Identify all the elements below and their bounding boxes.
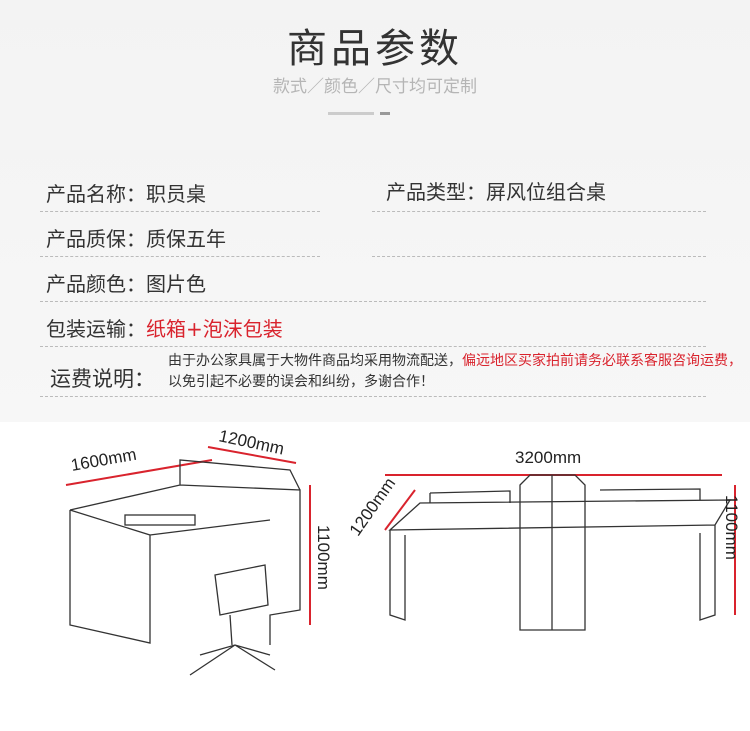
param-label: 产品质保： <box>46 227 146 251</box>
param-packaging: 包装运输：纸箱+泡沫包装 <box>46 313 283 342</box>
param-value: 纸箱+泡沫包装 <box>146 317 283 341</box>
param-warranty: 产品质保：质保五年 <box>46 223 226 252</box>
dim-width-b: 1200mm <box>217 426 286 458</box>
divider <box>40 396 706 397</box>
param-value: 职员桌 <box>146 182 206 206</box>
note-warning: 偏远地区买家拍前请务必联系客服咨询运费， <box>462 353 742 369</box>
desk-diagram-right <box>384 474 736 631</box>
param-label: 产品名称： <box>46 182 146 206</box>
divider <box>372 211 706 212</box>
divider-decor-short <box>380 112 390 115</box>
note-text: 以免引起不必要的误会和纠纷，多谢合作！ <box>168 374 434 390</box>
dim-width-right: 3200mm <box>515 448 581 467</box>
page-subtitle: 款式／颜色／尺寸均可定制 <box>273 77 477 97</box>
param-label: 产品类型： <box>386 180 486 204</box>
dimension-diagrams: 1600mm 1200mm 1100mm 3200mm 1200mm 1100m… <box>65 426 741 676</box>
dim-height-right: 1100mm <box>722 495 741 560</box>
note-text: 由于办公家具属于大物件商品均采用物流配送， <box>168 353 462 369</box>
divider <box>40 301 706 302</box>
param-color: 产品颜色：图片色 <box>46 268 206 297</box>
param-label: 包装运输： <box>46 317 146 341</box>
shipping-note: 由于办公家具属于大物件商品均采用物流配送，偏远地区买家拍前请务必联系客服咨询运费… <box>168 351 750 393</box>
divider <box>40 211 320 212</box>
param-type: 产品类型：屏风位组合桌 <box>386 176 606 205</box>
param-label: 产品颜色： <box>46 272 146 296</box>
param-value: 屏风位组合桌 <box>486 180 606 204</box>
shipping-label: 运费说明： <box>50 367 155 391</box>
divider <box>40 256 320 257</box>
divider <box>372 256 706 257</box>
divider <box>40 346 706 347</box>
page-title: 商品参数 <box>287 26 463 72</box>
desk-diagram-left <box>65 446 311 676</box>
param-value: 图片色 <box>146 272 206 296</box>
divider-decor <box>328 112 374 115</box>
dim-height-left: 1100mm <box>314 525 333 590</box>
param-value: 质保五年 <box>146 227 226 251</box>
dim-width-a: 1600mm <box>69 445 137 475</box>
param-name: 产品名称：职员桌 <box>46 178 206 207</box>
